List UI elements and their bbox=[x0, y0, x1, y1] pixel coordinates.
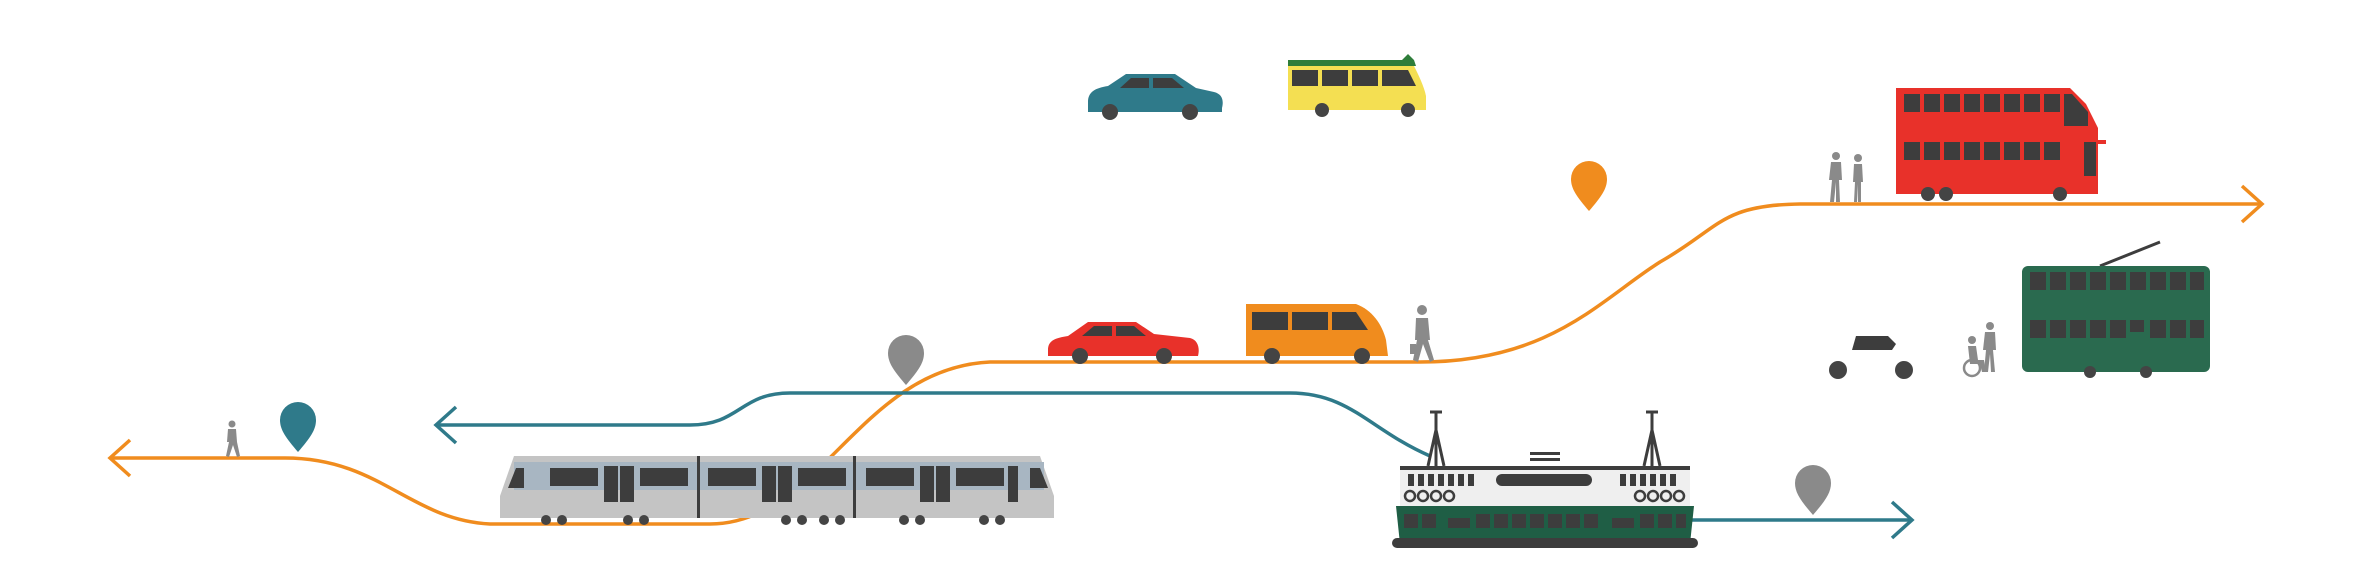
green-minibus-icon bbox=[1288, 54, 1426, 117]
blue-car-icon bbox=[1088, 74, 1223, 120]
double-decker-bus-icon bbox=[1896, 88, 2106, 201]
pedestrian-icon bbox=[1410, 305, 1434, 362]
orange-route-arrow-right bbox=[2240, 184, 2265, 224]
map-pin-icon bbox=[888, 335, 924, 385]
orange-van-icon bbox=[1246, 304, 1388, 364]
pedestrian-icon bbox=[1853, 154, 1863, 202]
map-pin-icon bbox=[280, 402, 316, 452]
orange-route-line bbox=[112, 202, 2262, 526]
pedestrian-icon bbox=[1829, 152, 1842, 202]
blue-route-line bbox=[436, 391, 1431, 458]
compact-car-icon bbox=[1829, 336, 1913, 379]
map-pin-icon bbox=[1571, 161, 1607, 211]
red-car-icon bbox=[1048, 322, 1199, 364]
map-pin-icon bbox=[1795, 465, 1831, 515]
orange-route-arrow-left bbox=[107, 438, 132, 478]
ferry-icon bbox=[1392, 410, 1698, 548]
blue-route-arrow-right bbox=[1890, 500, 1915, 540]
blue-route-arrow-left bbox=[433, 405, 458, 445]
tram-icon bbox=[2022, 240, 2210, 378]
wheelchair-user-icon bbox=[1962, 336, 1986, 378]
light-rail-train-icon bbox=[500, 456, 1054, 525]
pedestrian-icon bbox=[226, 420, 240, 457]
pedestrian-icon bbox=[1983, 322, 1996, 372]
routes bbox=[107, 184, 2265, 540]
